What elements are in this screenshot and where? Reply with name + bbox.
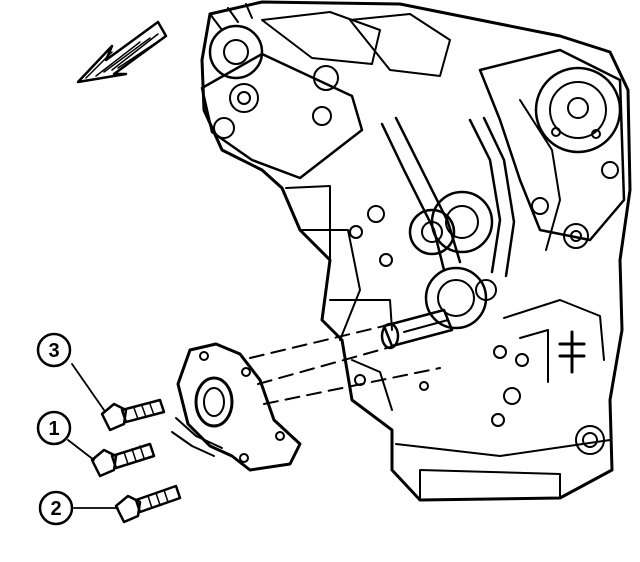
callout-3: 3 xyxy=(36,332,72,368)
callout-2: 2 xyxy=(38,490,74,526)
callout-2-label: 2 xyxy=(50,498,61,520)
alignment-lines xyxy=(249,325,441,405)
callout-leaders xyxy=(67,363,119,509)
engine-block xyxy=(200,0,632,502)
timing-cover xyxy=(171,342,302,472)
callout-1: 1 xyxy=(36,410,72,446)
bolt-2 xyxy=(114,484,182,524)
callout-3-label: 3 xyxy=(48,340,59,362)
bolt-1 xyxy=(90,442,156,478)
front-direction-arrow-icon xyxy=(76,20,168,84)
callout-1-label: 1 xyxy=(48,418,59,440)
bolt-3 xyxy=(100,398,166,432)
